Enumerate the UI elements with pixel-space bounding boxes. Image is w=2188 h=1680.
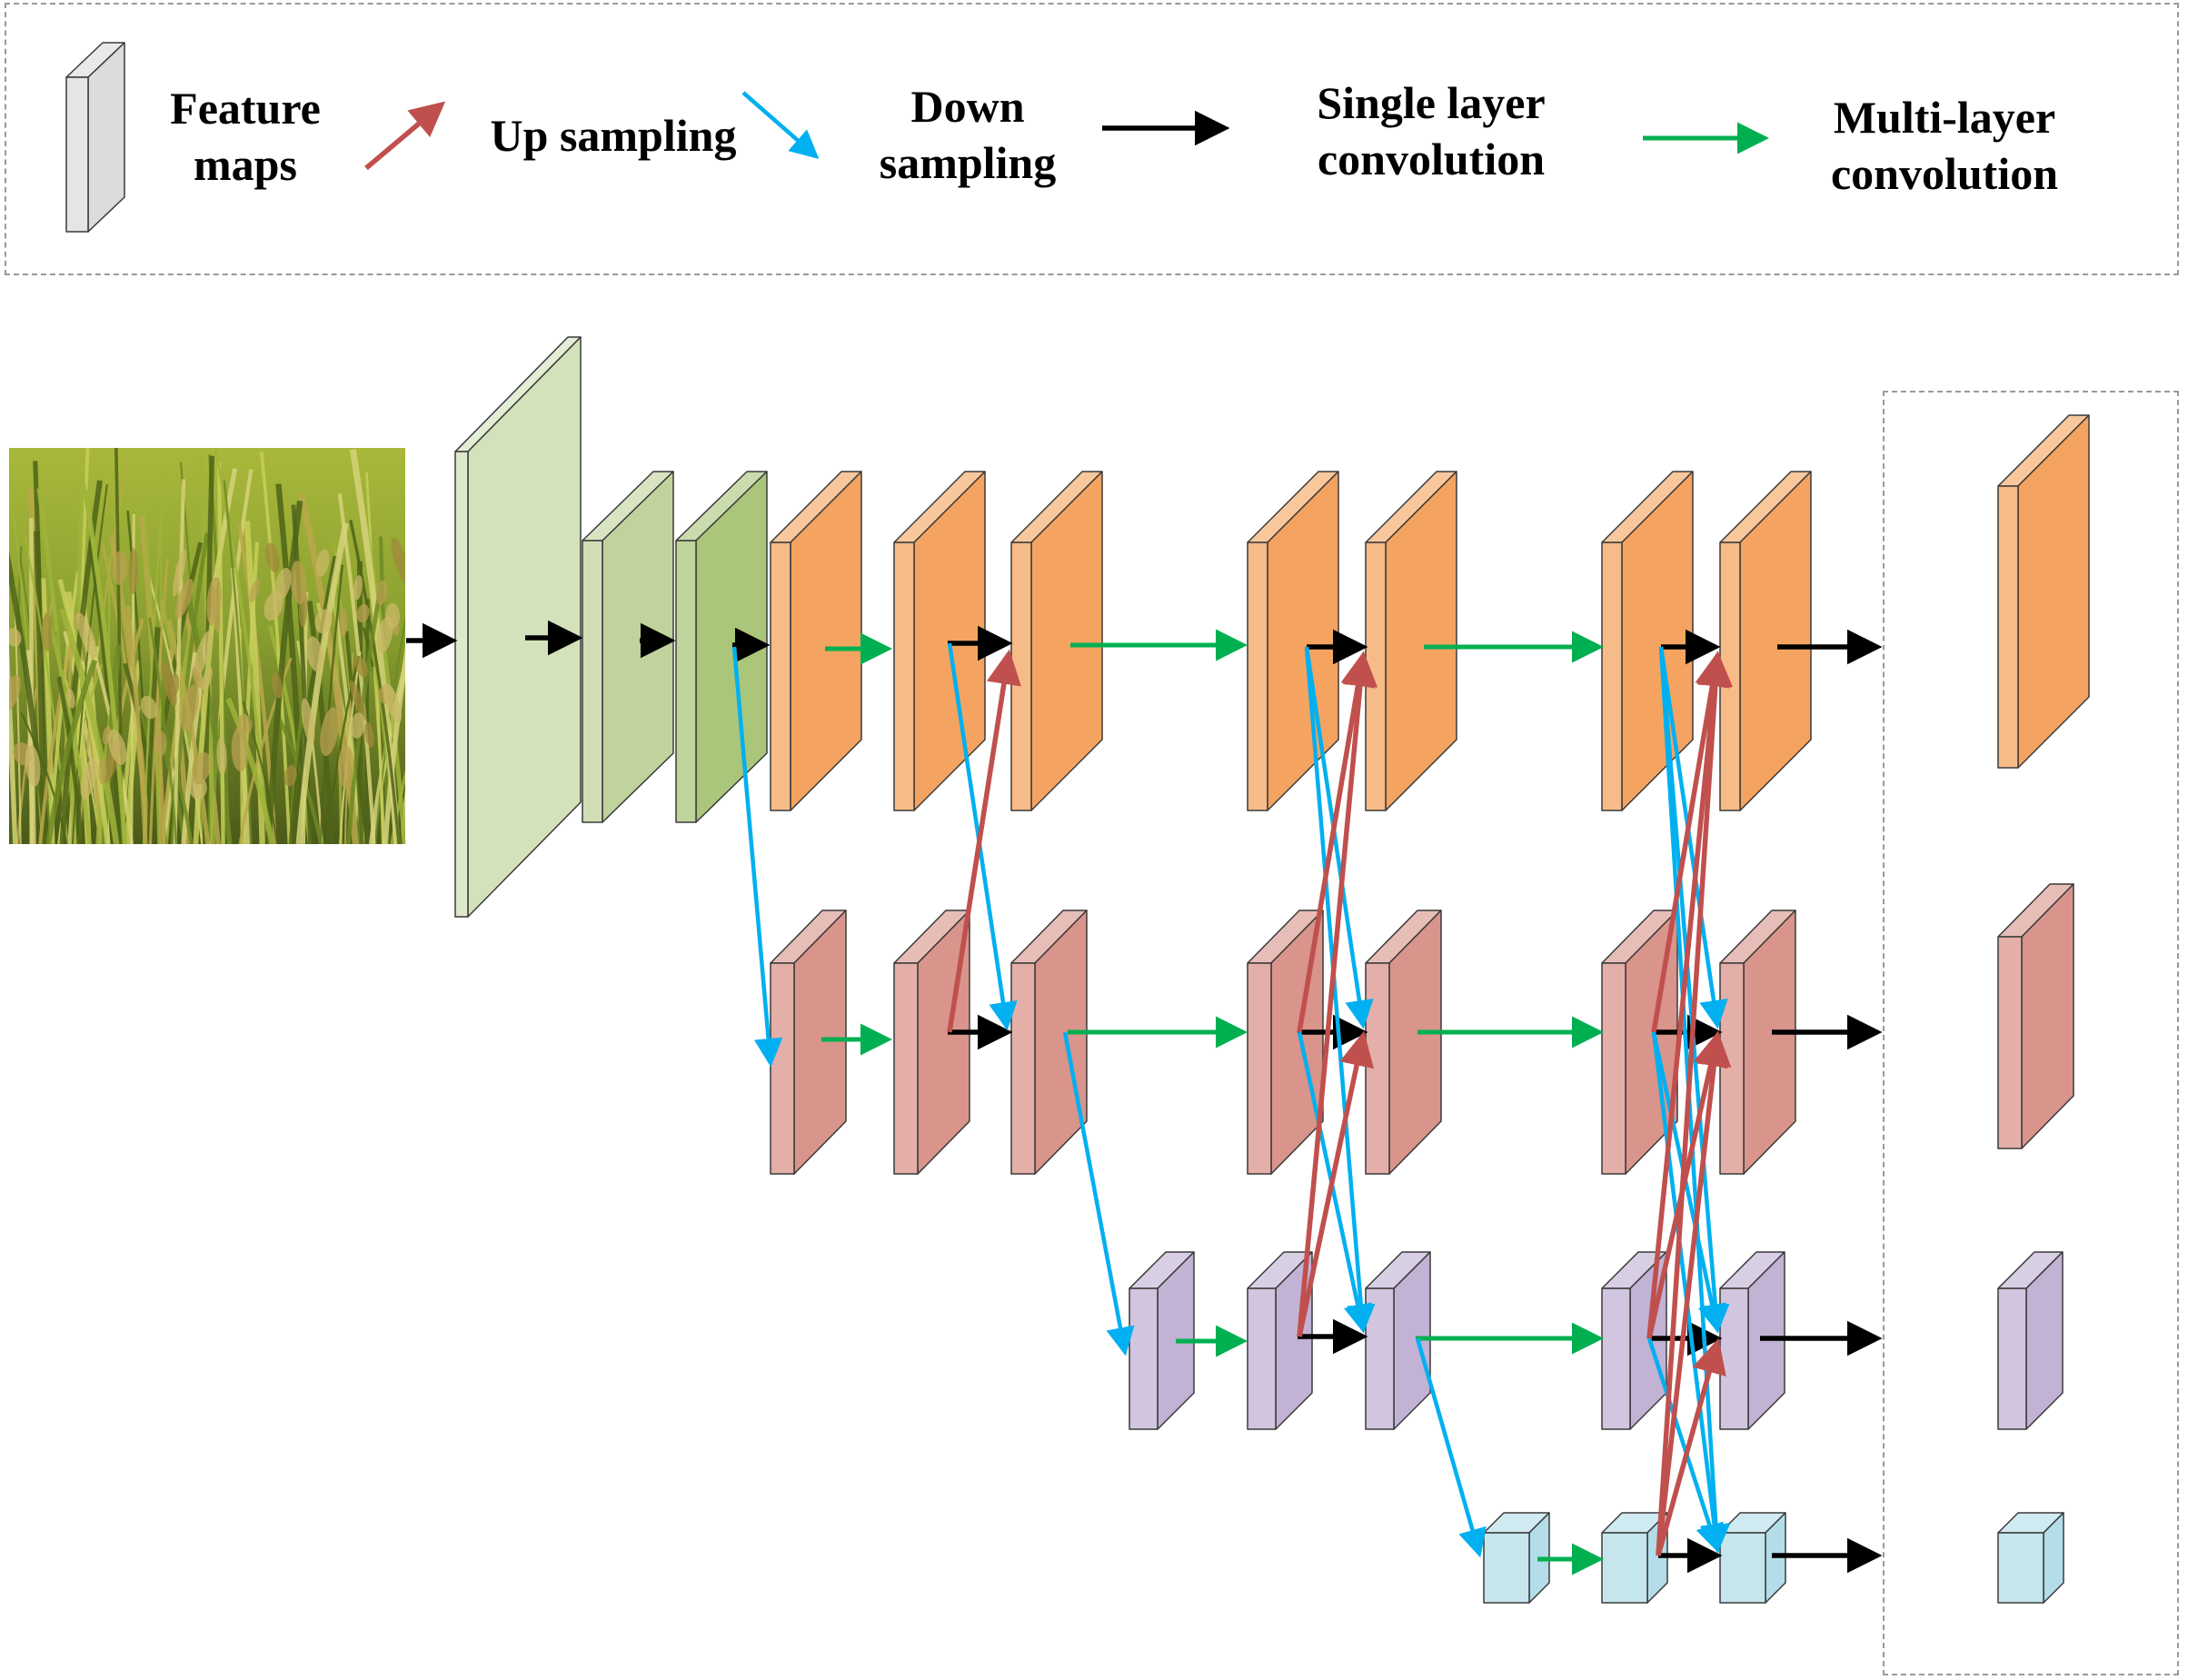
branch4-block-3-front: [1719, 1532, 1766, 1604]
legend-down-sampling-line2: sampling: [879, 137, 1057, 188]
down-sampling-arrow: [1304, 646, 1376, 1334]
stem-block-2: [582, 471, 674, 823]
branch1-block-2-front: [893, 542, 915, 811]
stem-block-3: [675, 471, 768, 823]
branch4-block-1: [1483, 1512, 1550, 1604]
legend-down-sampling-line1: Down: [910, 81, 1025, 132]
branch1-block-4-front: [1247, 542, 1268, 811]
branch1-block-5-front: [1365, 542, 1387, 811]
branch2-block-4-front: [1247, 962, 1272, 1175]
stem-block-3-front: [675, 540, 697, 823]
stem-block-1-front: [454, 451, 469, 918]
up-sampling-arrow: [1656, 1030, 1732, 1556]
branch4-block-1-front: [1483, 1532, 1530, 1604]
down-sampling-arrow: [731, 646, 783, 1068]
up-sampling-arrow: [1656, 1337, 1726, 1556]
down-sampling-arrow: [1415, 1337, 1487, 1558]
up-sampling-arrow: [1651, 651, 1730, 1033]
stem-block-1: [454, 336, 582, 918]
legend-multi-layer-label: Multi-layer convolution: [1804, 89, 2085, 202]
branch3-block-4-front: [1601, 1287, 1631, 1430]
branch1-block-1-front: [770, 542, 791, 811]
branch3-block-3-front: [1365, 1287, 1395, 1430]
branch4-block-2: [1601, 1512, 1668, 1604]
branch4-block-2-front: [1601, 1532, 1648, 1604]
branch1-block-5: [1365, 471, 1457, 811]
output-branch4-block-front: [1997, 1532, 2044, 1604]
branch2-block-3: [1010, 910, 1088, 1175]
down-sampling-arrow: [1651, 1031, 1729, 1554]
rice-field-photo: [9, 448, 405, 844]
branch1-block-4: [1247, 471, 1339, 811]
output-branch3-block-front: [1997, 1287, 2027, 1430]
output-branch2-block-front: [1997, 936, 2023, 1149]
legend-single-layer-line2: convolution: [1317, 134, 1546, 184]
legend-single-layer-line1: Single layer: [1317, 77, 1546, 128]
up-sampling-arrow: [947, 649, 1021, 1033]
branch2-block-1: [770, 910, 847, 1175]
legend-up-sampling-arrow: [364, 101, 446, 171]
branch2-block-5-front: [1365, 962, 1390, 1175]
feature-map-block-icon: [65, 42, 125, 233]
output-branch1-block: [1997, 414, 2090, 769]
legend-multi-layer-line2: convolution: [1830, 148, 2059, 199]
stem-block-2-front: [582, 540, 603, 823]
branch2-block-7: [1719, 910, 1796, 1175]
legend-up-sampling-label: Up sampling: [490, 110, 737, 161]
branch1-block-6: [1601, 471, 1694, 811]
legend-feature-maps-line1: Feature: [170, 83, 321, 134]
output-branch3-block: [1997, 1251, 2064, 1430]
up-sampling-arrow: [1297, 651, 1378, 1337]
up-sampling-arrow: [1297, 1030, 1375, 1337]
branch3-block-2-front: [1247, 1287, 1277, 1430]
output-box: [1883, 391, 2179, 1675]
branch2-block-2: [893, 910, 970, 1175]
branch2-block-7-front: [1719, 962, 1745, 1175]
branch1-block-3-front: [1010, 542, 1032, 811]
legend-down-sampling-label: Down sampling: [859, 78, 1077, 191]
branch1-block-3: [1010, 471, 1103, 811]
down-sampling-arrow: [1658, 646, 1730, 1334]
output-branch2-block: [1997, 883, 2074, 1149]
branch1-block-7: [1719, 471, 1812, 811]
feature-map-block-icon-front: [65, 76, 89, 233]
branch3-block-5-front: [1719, 1287, 1749, 1430]
branch4-block-3: [1719, 1512, 1786, 1604]
legend-multi-layer-line1: Multi-layer: [1833, 92, 2056, 143]
branch2-block-3-front: [1010, 962, 1036, 1175]
output-branch1-block-front: [1997, 485, 2019, 769]
legend-feature-maps-line2: maps: [194, 139, 297, 190]
legend-down-sampling-arrow: [741, 91, 820, 159]
up-sampling-arrow: [1646, 651, 1732, 1339]
branch2-block-6-front: [1601, 962, 1626, 1175]
down-sampling-arrow: [1062, 1031, 1135, 1357]
branch2-block-2-front: [893, 962, 919, 1175]
branch1-block-1: [770, 471, 862, 811]
up-sampling-arrow: [1656, 651, 1734, 1556]
legend-single-layer-label: Single layer convolution: [1290, 75, 1572, 187]
branch2-block-1-front: [770, 962, 795, 1175]
legend-box: [5, 3, 2179, 275]
down-sampling-arrow: [1646, 1337, 1724, 1554]
output-branch4-block: [1997, 1512, 2064, 1604]
branch3-block-3: [1365, 1251, 1431, 1430]
up-sampling-arrow: [1297, 651, 1376, 1033]
branch3-block-1-front: [1129, 1287, 1159, 1430]
branch2-block-5: [1365, 910, 1442, 1175]
branch1-block-6-front: [1601, 542, 1623, 811]
legend-feature-maps-label: Feature maps: [154, 80, 336, 193]
branch1-block-7-front: [1719, 542, 1741, 811]
